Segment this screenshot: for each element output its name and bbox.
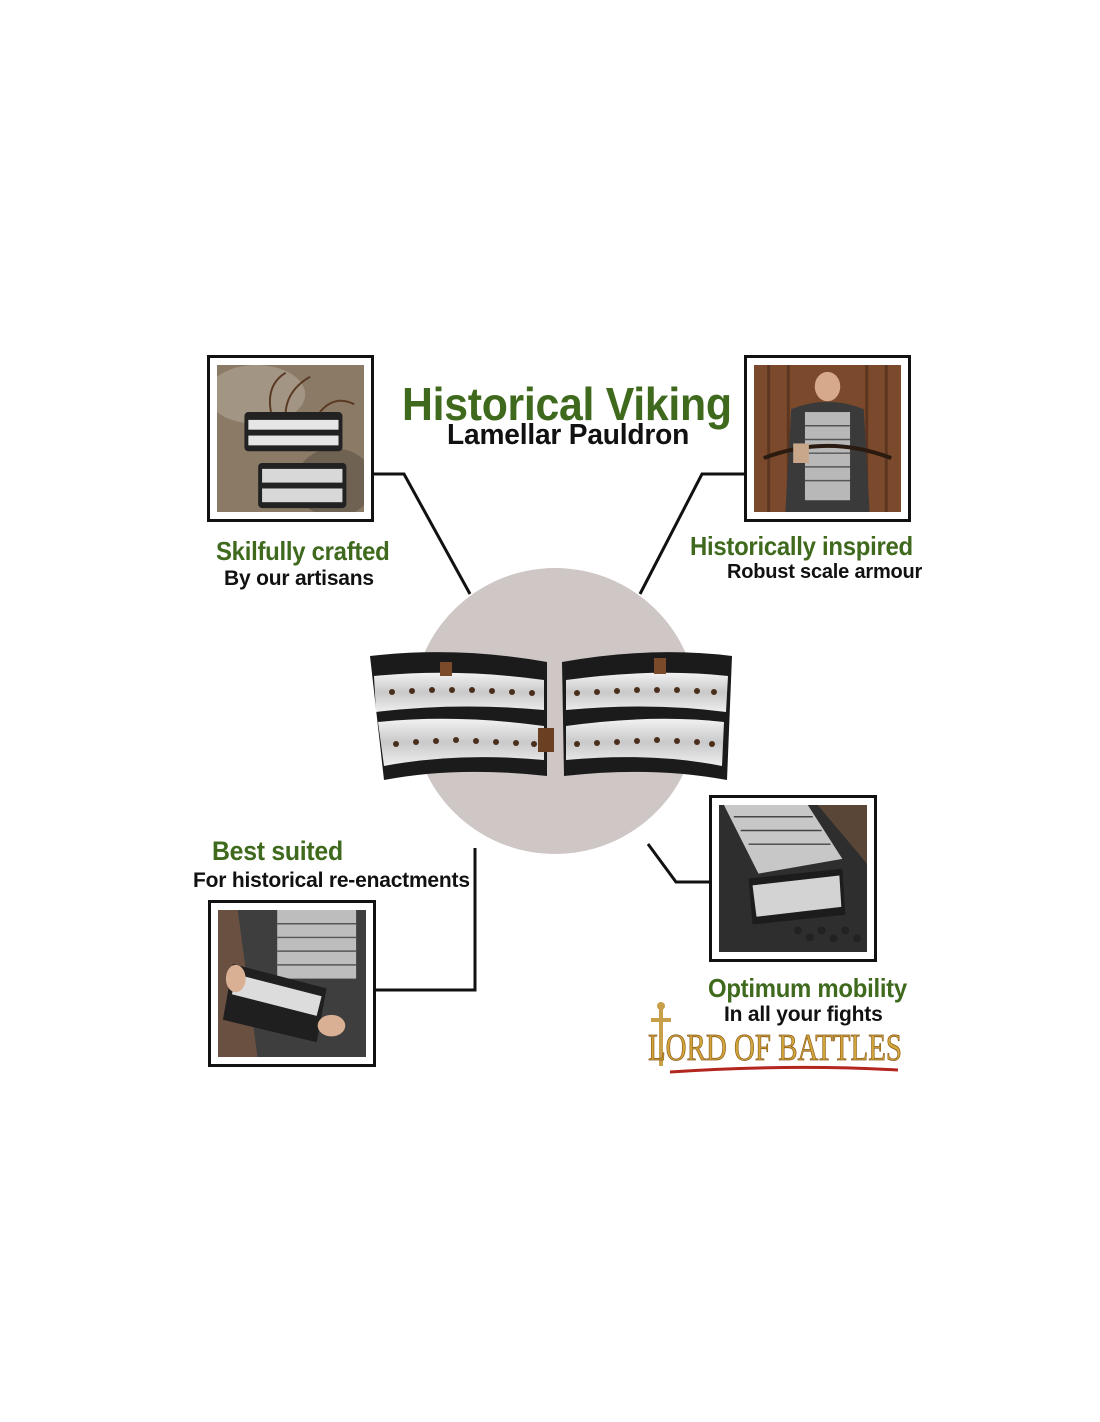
feature-sub-best-suited: For historical re-enactments bbox=[193, 869, 470, 892]
feature-sub-historically-inspired: Robust scale armour bbox=[727, 561, 923, 583]
feature-sub-optimum-mobility: In all your fights bbox=[724, 1003, 883, 1026]
feature-heading-optimum-mobility: Optimum mobility bbox=[708, 973, 907, 1003]
shoulder-armour-photo bbox=[719, 805, 867, 952]
pauldron-pair-image bbox=[370, 652, 732, 780]
photo-frame-optimum-mobility bbox=[709, 795, 877, 962]
logo-text: LORD OF BATTLES bbox=[648, 1027, 902, 1069]
feature-heading-historically-inspired: Historically inspired bbox=[690, 531, 913, 561]
left-pauldron bbox=[370, 652, 554, 780]
feature-heading-skilfully-crafted: Skilfully crafted bbox=[216, 536, 390, 566]
feature-heading-best-suited: Best suited bbox=[212, 836, 343, 866]
hands-holding-pauldron-photo bbox=[218, 910, 366, 1057]
feature-sub-skilfully-crafted: By our artisans bbox=[224, 567, 374, 590]
sword-icon bbox=[651, 1002, 671, 1066]
pauldron-pieces-photo bbox=[217, 365, 364, 512]
lord-of-battles-logo: LORD OF BATTLES bbox=[648, 1002, 902, 1074]
warrior-archer-photo bbox=[754, 365, 901, 512]
photo-frame-historically-inspired bbox=[744, 355, 911, 522]
page-title: Historical Viking bbox=[402, 378, 732, 430]
photo-frame-best-suited bbox=[208, 900, 376, 1067]
right-pauldron bbox=[562, 652, 732, 780]
photo-frame-skilfully-crafted bbox=[207, 355, 374, 522]
page-subtitle: Lamellar Pauldron bbox=[447, 419, 690, 451]
